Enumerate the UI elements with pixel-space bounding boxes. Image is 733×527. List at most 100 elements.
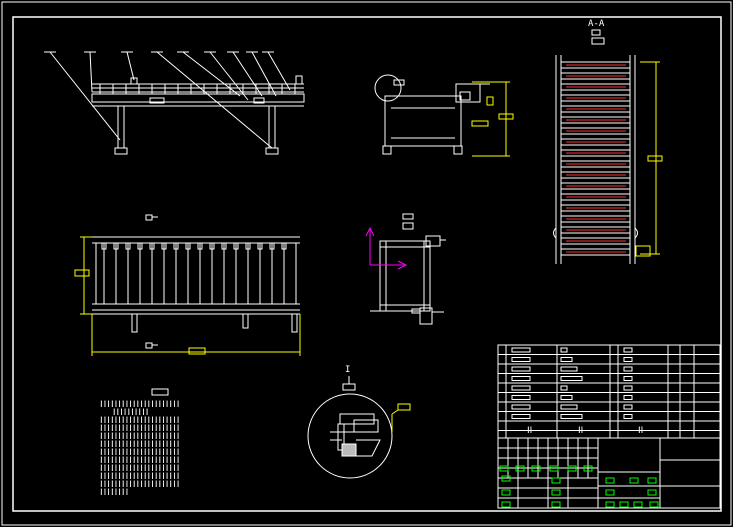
parts-rows (498, 347, 720, 431)
top-view-dimensions (635, 61, 663, 257)
roller-cap (173, 242, 179, 250)
end-block (295, 75, 303, 85)
green-cell (647, 477, 657, 484)
top-view (92, 214, 300, 349)
green-cell (515, 465, 525, 472)
green-cell (633, 501, 643, 508)
detail-block (339, 413, 375, 425)
x-axis-arrow (397, 260, 408, 270)
roller-cap (209, 242, 215, 250)
green-cell (583, 465, 593, 472)
green-cell (567, 465, 577, 472)
part-spec-cell (560, 357, 573, 362)
green-cell (551, 477, 561, 484)
note-line: ⅠⅠⅠⅠⅠⅠⅠⅠⅠⅠⅠⅠⅠⅠⅠⅠⅠⅠⅠⅠⅠⅠ (100, 464, 181, 474)
label-tag (393, 79, 405, 86)
side-view (374, 74, 490, 155)
note-line: ⅠⅠⅠⅠⅠⅠⅠⅠⅠⅠⅠⅠⅠⅠⅠⅠⅠⅠⅠⅠⅠⅠ (100, 424, 181, 434)
green-cell (605, 501, 615, 508)
part-material-cell (623, 347, 633, 353)
dimension-box (471, 120, 489, 127)
part-name-cell (511, 366, 531, 372)
roller-cap (149, 242, 155, 250)
roller-cap (257, 242, 263, 250)
top-view-vertical (553, 29, 638, 264)
part-spec-cell (560, 395, 573, 400)
green-cell (629, 477, 639, 484)
green-cell (549, 465, 559, 472)
roller-cap (137, 242, 143, 250)
roller-cap (185, 242, 191, 250)
roller-cap (125, 242, 131, 250)
green-cell (647, 489, 657, 496)
leader-line (126, 51, 135, 81)
part-name-cell (511, 347, 531, 353)
part-spec-cell (560, 366, 578, 372)
detail-circle (307, 393, 393, 479)
dimension-box (647, 155, 663, 162)
dimension-box (397, 403, 411, 411)
detail-shaft (337, 423, 345, 451)
note-line: ⅠⅠⅠⅠⅠⅠⅠⅠⅠⅠⅠⅠⅠⅠⅠⅠⅠⅠⅠⅠⅠⅠ (100, 480, 181, 490)
note-line: ⅠⅠⅠⅠⅠⅠⅠⅠⅠⅠⅠⅠⅠⅠⅠⅠⅠⅠⅠⅠⅠⅠ (100, 472, 181, 482)
note-line: ⅠⅠⅠⅠⅠⅠⅠⅠ (100, 488, 130, 498)
dimension-box (486, 96, 494, 106)
roller-set (561, 61, 630, 256)
note-line: ⅠⅠⅠⅠⅠⅠⅠⅠⅠⅠ (100, 408, 150, 418)
end-view-bracket (553, 227, 638, 239)
leader-line (232, 51, 263, 97)
y-axis-arrow (365, 226, 375, 237)
part-name-cell (511, 414, 531, 419)
part-material-cell (623, 414, 633, 419)
front-view (44, 51, 305, 155)
motor-block (455, 83, 481, 103)
title-block (497, 437, 721, 509)
part-name-cell (511, 376, 531, 381)
part-material-cell (623, 385, 633, 391)
foot-left (114, 147, 128, 155)
detail-bearing (341, 443, 357, 457)
green-text-cells (499, 465, 659, 508)
note-line: ⅠⅠⅠⅠⅠⅠⅠⅠⅠⅠⅠⅠⅠⅠⅠⅠⅠⅠⅠⅠⅠⅠ (100, 400, 181, 410)
leg-stub (242, 313, 249, 329)
leader-line (156, 51, 273, 149)
part-name-cell (511, 404, 531, 410)
drawing-frame (12, 16, 722, 512)
dimension-box (498, 113, 514, 120)
roller-cap (245, 242, 251, 250)
part-material-cell (623, 357, 633, 362)
section-mark-top: A-A (588, 19, 605, 29)
side-leg (453, 145, 463, 155)
notes-title-box (151, 388, 169, 396)
dimension-line (391, 409, 399, 415)
section-tag (402, 222, 414, 230)
part-spec-cell (560, 414, 583, 419)
leader-line (89, 51, 93, 93)
parts-header-mid: ⅠⅠ (578, 426, 584, 436)
note-line: ⅠⅠⅠⅠⅠⅠⅠⅠⅠⅠⅠⅠⅠⅠⅠⅠⅠⅠⅠⅠⅠⅠ (100, 440, 181, 450)
part-spec-cell (560, 385, 568, 391)
green-cell (531, 465, 541, 472)
part-spec-cell (560, 347, 568, 353)
dimension-box (635, 245, 651, 257)
side-view-dimensions (471, 81, 514, 157)
part-name-cell (511, 395, 531, 400)
leader-line (209, 51, 249, 101)
green-cell (499, 465, 509, 472)
roller-cap (101, 242, 107, 250)
part-name-cell (511, 357, 531, 362)
section-tag (402, 213, 414, 220)
parts-header-right: ⅠⅠ (638, 426, 644, 436)
note-line: ⅠⅠⅠⅠⅠⅠⅠⅠⅠⅠⅠⅠⅠⅠⅠⅠⅠⅠⅠⅠⅠⅠ (100, 456, 181, 466)
motor-tab (459, 91, 471, 101)
roller-cap (281, 242, 287, 250)
part-spec-cell (560, 404, 578, 410)
green-cell (649, 501, 659, 508)
green-cell (501, 501, 511, 508)
leg-stub (131, 313, 138, 333)
top-view-dimensions-2 (74, 236, 301, 356)
note-line: ⅠⅠⅠⅠⅠⅠⅠⅠⅠⅠⅠⅠⅠⅠⅠⅠⅠⅠⅠⅠⅠⅠ (100, 432, 181, 442)
roller-cap (269, 242, 275, 250)
side-leg (382, 145, 392, 155)
